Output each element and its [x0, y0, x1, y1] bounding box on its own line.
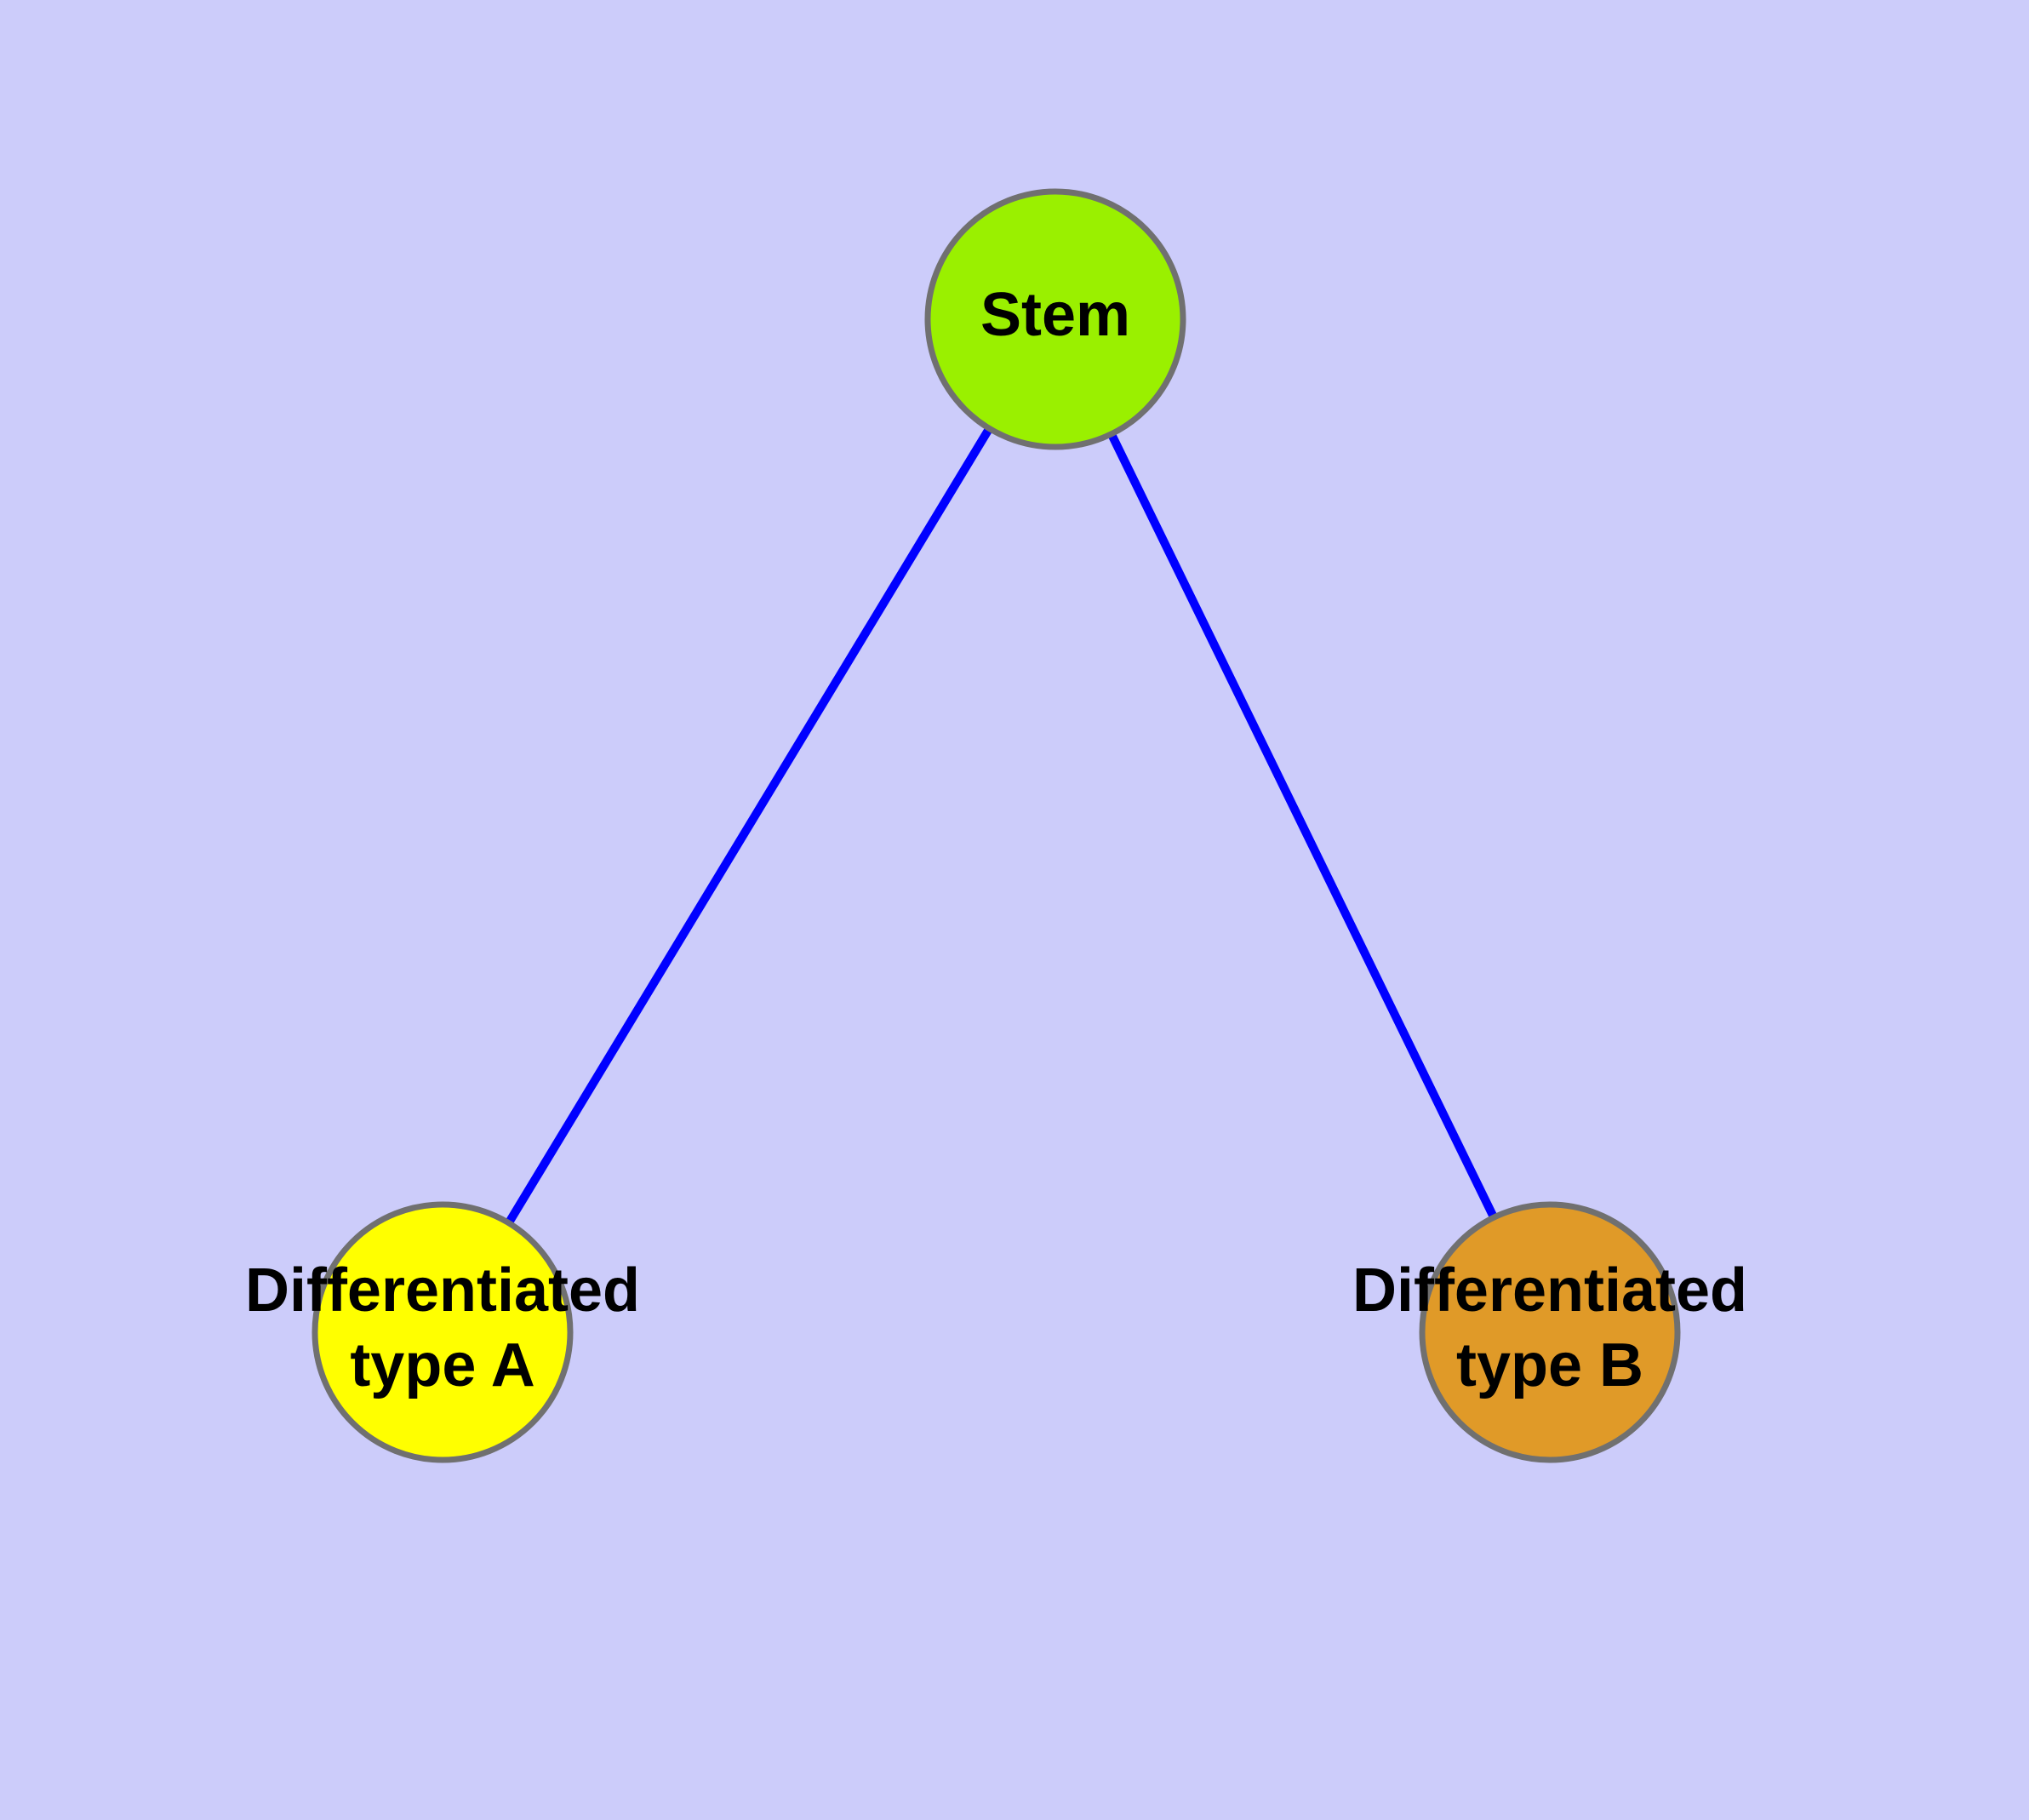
- node-label-differentiated-type-a-line1: Differentiated: [245, 1256, 640, 1325]
- edge-stem-to-differentiated-type-a[interactable]: [438, 317, 1060, 1335]
- label-group: Stem Differentiated type A Differentiate…: [245, 281, 1747, 1399]
- node-label-differentiated-type-b-line1: Differentiated: [1352, 1256, 1747, 1325]
- node-group: [311, 188, 1681, 1463]
- edge-group: [438, 317, 1554, 1335]
- node-stem[interactable]: [924, 188, 1186, 450]
- node-differentiated-type-b[interactable]: [1419, 1201, 1681, 1463]
- node-differentiated-type-a[interactable]: [311, 1201, 574, 1463]
- edge-stem-to-differentiated-type-b[interactable]: [1051, 317, 1554, 1335]
- node-label-differentiated-type-a-line2: type A: [350, 1331, 534, 1399]
- node-label-differentiated-type-b-line2: type B: [1456, 1331, 1643, 1399]
- node-label-stem-line1: Stem: [980, 281, 1130, 349]
